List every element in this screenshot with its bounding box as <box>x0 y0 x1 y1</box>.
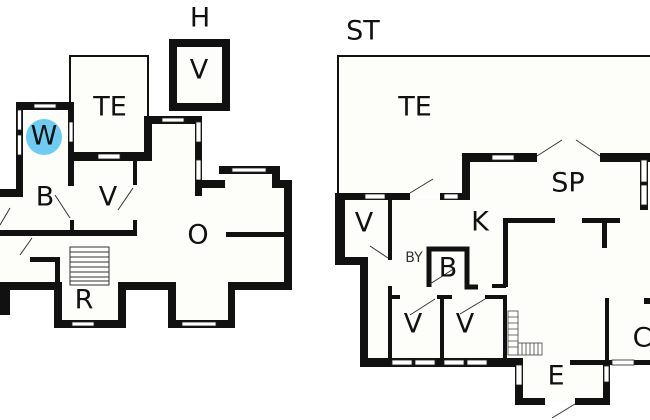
room-label-w: W <box>31 121 58 152</box>
room-label-by: BY <box>405 250 423 266</box>
left-floor-plan: H V TE W B V O R <box>0 3 292 328</box>
room-label-v: V <box>456 309 475 340</box>
staircase <box>507 310 543 356</box>
room-label-v: V <box>404 309 423 340</box>
highlight-marker <box>26 119 62 155</box>
room-label-v: V <box>99 182 118 213</box>
room-label-c: C <box>633 323 650 354</box>
room-label-b: B <box>439 253 458 284</box>
room-label-sp: SP <box>551 168 584 199</box>
room-label-o: O <box>187 220 208 251</box>
right-floor-plan: ST TE SP K V BY B V V E C <box>335 16 650 419</box>
room-label-b: B <box>36 182 55 213</box>
room-label-te: TE <box>92 92 127 123</box>
room-label-e: E <box>547 361 564 392</box>
label-st: ST <box>346 16 380 47</box>
room-label-te: TE <box>397 92 432 123</box>
room-label-v: V <box>355 208 374 239</box>
room-label-k: K <box>471 207 490 238</box>
room-label-h: H <box>190 3 210 34</box>
room-label-r: R <box>75 285 94 316</box>
staircase <box>69 246 110 286</box>
room-label-v: V <box>190 55 209 86</box>
